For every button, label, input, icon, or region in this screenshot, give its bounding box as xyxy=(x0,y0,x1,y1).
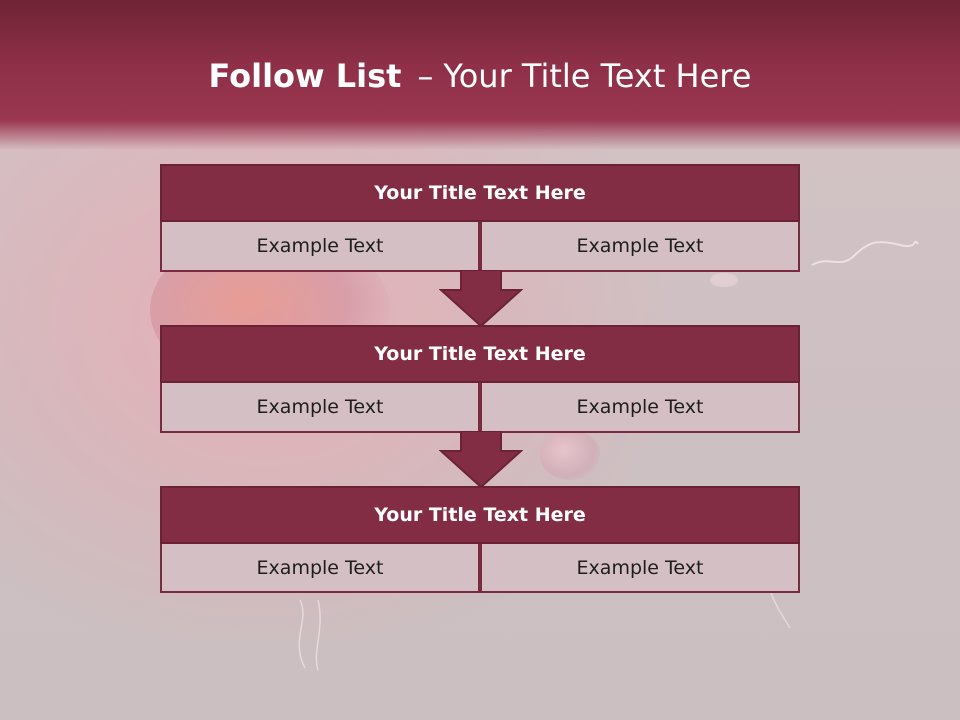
block-title: Your Title Text Here xyxy=(160,325,800,383)
title-separator: – xyxy=(417,57,434,95)
slide-title: Follow List–Your Title Text Here xyxy=(0,56,960,96)
block-cell-right: Example Text xyxy=(480,544,800,593)
block-cell-left: Example Text xyxy=(160,544,480,593)
background-small-cell xyxy=(540,430,600,480)
block-title: Your Title Text Here xyxy=(160,164,800,222)
block-cell-left: Example Text xyxy=(160,383,480,433)
list-block-3: Your Title Text Here Example Text Exampl… xyxy=(160,486,800,593)
block-title: Your Title Text Here xyxy=(160,486,800,544)
header-band xyxy=(0,0,960,150)
list-block-2: Your Title Text Here Example Text Exampl… xyxy=(160,325,800,433)
title-text-part: Your Title Text Here xyxy=(443,57,752,95)
down-arrow-icon xyxy=(439,270,523,328)
title-bold-part: Follow List xyxy=(208,57,402,95)
block-cell-right: Example Text xyxy=(480,222,800,272)
block-cell-right: Example Text xyxy=(480,383,800,433)
down-arrow-icon xyxy=(439,431,523,489)
list-block-1: Your Title Text Here Example Text Exampl… xyxy=(160,164,800,272)
block-cell-left: Example Text xyxy=(160,222,480,272)
